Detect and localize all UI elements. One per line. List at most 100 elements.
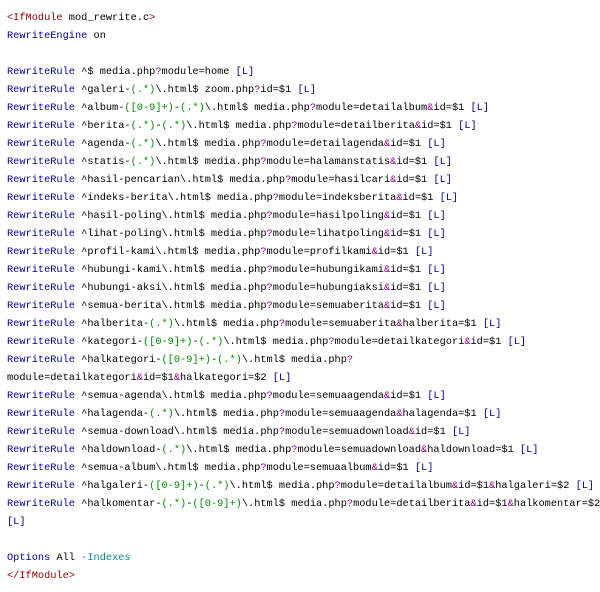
code-token: module=semuadownload — [297, 444, 422, 456]
code-token: RewriteRule — [7, 336, 75, 348]
code-token: & — [489, 480, 496, 492]
code-token: & — [383, 228, 391, 240]
code-token: ([0-9]+) — [142, 336, 193, 348]
code-token: ^halgaleri- — [74, 480, 150, 492]
code-token: ? — [346, 354, 354, 366]
code-line: RewriteRule ^hasil-poling\.html$ media.p… — [7, 207, 600, 225]
code-token: (.*) — [149, 318, 174, 330]
code-token: & — [396, 192, 403, 204]
code-line: RewriteRule ^hasil-pencarian\.html$ medi… — [7, 171, 600, 189]
code-token: [L] — [427, 138, 446, 150]
code-token: RewriteRule — [7, 156, 75, 168]
code-token: RewriteRule — [7, 444, 75, 456]
code-token: & — [408, 426, 415, 438]
code-token: ? — [260, 246, 267, 258]
code-line: Options All -Indexes — [7, 549, 600, 567]
code-token: [L] — [297, 84, 317, 96]
code-token: > — [149, 12, 156, 24]
code-line: RewriteRule ^berita-(.*)-(.*)\.html$ med… — [7, 117, 600, 135]
code-token: id=$1 — [260, 84, 298, 96]
code-line: <IfModule mod_rewrite.c> — [7, 9, 600, 27]
code-line: RewriteRule ^profil-kami\.html$ media.ph… — [7, 243, 600, 261]
code-token: id=$1 — [396, 174, 434, 186]
code-token: RewriteRule — [7, 102, 75, 114]
code-token: RewriteRule — [7, 462, 75, 474]
code-token: id=$1 — [414, 426, 452, 438]
code-token: [L] — [433, 174, 452, 186]
code-token: ? — [266, 282, 273, 294]
code-token: [L] — [433, 156, 452, 168]
code-token: mod_rewrite.c — [62, 12, 150, 24]
code-line: RewriteRule ^lihat-poling\.html$ media.p… — [7, 225, 600, 243]
code-line: RewriteRule ^indeks-berita\.html$ media.… — [7, 189, 600, 207]
code-token: ^lihat-poling\.html$ media.php — [74, 228, 267, 240]
code-line: RewriteRule ^halkategori-([0-9]+)-(.*)\.… — [7, 351, 600, 369]
code-token: & — [383, 138, 391, 150]
code-token: id=$1 — [390, 138, 428, 150]
code-token: module=detailberita — [353, 498, 471, 510]
code-token: haldownload=$1 — [427, 444, 520, 456]
code-token: [L] — [451, 426, 471, 438]
code-token: & — [427, 102, 434, 114]
code-line: RewriteRule ^album-([0-9]+)-(.*)\.html$ … — [7, 99, 600, 117]
code-token: id=$1 — [402, 192, 440, 204]
code-token: ? — [291, 120, 298, 132]
code-token: \.html$ media.php — [223, 336, 329, 348]
code-token: [L] — [575, 480, 595, 492]
code-token: RewriteRule — [7, 192, 75, 204]
code-token: & — [136, 372, 143, 384]
code-token: ([0-9]+) — [192, 498, 242, 510]
code-token: id=$1 — [421, 120, 459, 132]
code-token: \.html$ media.php — [204, 102, 310, 114]
code-token: halkomentar=$2 — [513, 498, 600, 510]
code-token: - — [198, 480, 205, 492]
code-token: module=detailalbum — [316, 102, 428, 114]
code-line: RewriteRule ^galeri-(.*)\.html$ zoom.php… — [7, 81, 600, 99]
code-token: RewriteRule — [7, 174, 75, 186]
code-token: RewriteEngine — [7, 30, 88, 42]
code-token: ^kategori- — [74, 336, 143, 348]
code-token: ^hubungi-kami\.html$ media.php — [74, 264, 267, 276]
code-token: id=$1 — [390, 264, 428, 276]
code-token: RewriteRule — [7, 480, 75, 492]
code-token: RewriteRule — [7, 120, 75, 132]
code-token: & — [383, 282, 391, 294]
code-token: ^haldownload- — [74, 444, 162, 456]
code-token: on — [87, 30, 106, 42]
code-token: ^statis- — [74, 156, 131, 168]
code-token: ^halkomentar- — [74, 498, 162, 510]
code-token: id=$1 — [396, 156, 434, 168]
code-token: halgaleri=$2 — [495, 480, 576, 492]
code-token: ^halagenda- — [74, 408, 150, 420]
code-token: halagenda=$1 — [402, 408, 483, 420]
code-token: [L] — [470, 102, 490, 114]
code-token: module=lihatpoling — [272, 228, 384, 240]
code-token: & — [464, 336, 471, 348]
code-token: & — [371, 246, 378, 258]
code-token: ? — [260, 462, 267, 474]
code-token: ([0-9]+) — [124, 102, 174, 114]
code-token: id=$1 — [470, 336, 508, 348]
code-token: ^galeri- — [74, 84, 131, 96]
code-token: RewriteRule — [7, 66, 75, 78]
code-token: & — [451, 480, 459, 492]
code-token: id=$1 — [377, 246, 415, 258]
code-token: \.html$ media.php — [155, 138, 261, 150]
code-token: \.html$ media.php — [186, 444, 292, 456]
code-line: RewriteRule ^semua-agenda\.html$ media.p… — [7, 387, 600, 405]
code-token: ? — [346, 498, 354, 510]
code-token: ([0-9]+) — [161, 354, 211, 366]
code-token: & — [383, 264, 391, 276]
code-token: [L] — [427, 264, 446, 276]
code-token: All — [50, 552, 82, 564]
code-token: RewriteRule — [7, 210, 75, 222]
code-token: ([0-9]+) — [149, 480, 199, 492]
code-token: \.html$ zoom.php — [155, 84, 255, 96]
code-token: & — [421, 444, 428, 456]
code-token: ^semua-download\.html$ media.php — [74, 426, 279, 438]
code-token: ? — [155, 66, 162, 78]
code-token: \.html$ media.php — [229, 480, 335, 492]
code-token: RewriteRule — [7, 282, 75, 294]
code-token: ? — [278, 318, 286, 330]
code-token: ^agenda- — [74, 138, 131, 150]
